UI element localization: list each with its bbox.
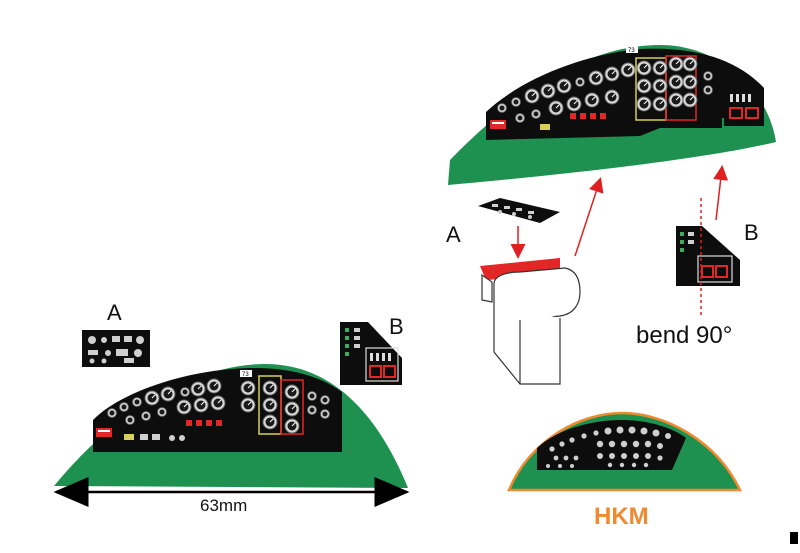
main-instrument-panel-right: 73 xyxy=(448,45,776,185)
red-pointer-arrow-icon xyxy=(716,168,722,220)
part-a-decal-left xyxy=(82,330,150,367)
svg-text:73: 73 xyxy=(628,48,635,54)
part-a-decal-right xyxy=(478,198,560,223)
edge-mark xyxy=(790,532,798,544)
svg-text:73: 73 xyxy=(242,372,249,378)
part-b-decal-right xyxy=(676,198,740,318)
part-a-label: A xyxy=(446,222,461,248)
brand-logo-text: HKM xyxy=(594,503,649,531)
console-sketch xyxy=(480,258,580,384)
part-b-label: B xyxy=(744,220,759,246)
width-dimension-label: 63mm xyxy=(200,496,247,516)
hkm-brand-panel xyxy=(509,413,740,490)
part-b-label: B xyxy=(389,314,404,340)
red-pointer-arrow-icon xyxy=(575,180,600,256)
bend-instruction: bend 90° xyxy=(636,322,732,350)
part-a-label: A xyxy=(107,300,122,326)
